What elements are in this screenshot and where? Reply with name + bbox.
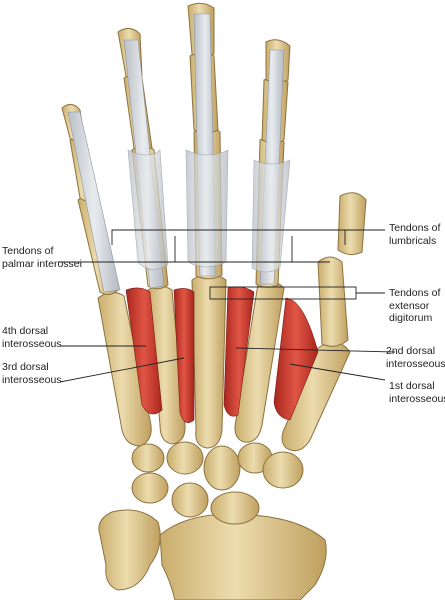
little-finger-extensor-tendon [67, 111, 121, 293]
lumbricals-bracket [111, 229, 346, 245]
leader-lines [58, 229, 396, 383]
lunate-bone [171, 482, 209, 518]
thumb-distal-phalanx [337, 192, 367, 256]
label-first-dorsal-interosseous: 1st dorsal interosseous [389, 380, 445, 405]
capitate-bone [203, 445, 241, 491]
carpal-bones [131, 441, 304, 525]
label-tendons-palmar-interossei: Tendons of palmar interossei [2, 245, 82, 270]
pisiform-bone [131, 443, 165, 473]
dorsal-interossei [125, 286, 319, 423]
extensor-tendons [67, 13, 291, 293]
scaphoid-bone [210, 491, 260, 525]
metacarpal-3 [191, 273, 227, 449]
label-tendons-extensor-digitorum: Tendons of extensor digitorum [389, 287, 441, 324]
label-second-dorsal-interosseous: 2nd dorsal interosseous [386, 345, 445, 370]
first-dorsal-leader [289, 363, 386, 381]
triquetrum-bone [131, 472, 169, 504]
label-tendons-lumbricals: Tendons of lumbricals [389, 222, 441, 247]
tendon-expansion-index [251, 159, 291, 273]
fourth-dorsal-interosseous-muscle [125, 287, 163, 415]
radius-bone [159, 513, 327, 600]
forearm-bones [98, 509, 327, 600]
ulna-bone [98, 509, 161, 591]
trapezium-bone [262, 451, 304, 489]
third-dorsal-interosseous-muscle [173, 288, 195, 423]
tendon-expansion-ring [127, 149, 169, 270]
tendon-expansion-middle [185, 149, 229, 268]
hamate-bone [166, 441, 204, 475]
second-dorsal-leader [235, 347, 396, 353]
first-dorsal-interosseous-muscle [273, 297, 319, 421]
third-dorsal-leader [59, 357, 185, 383]
thumb-proximal-phalanx [317, 256, 349, 347]
label-fourth-dorsal-interosseous: 4th dorsal interosseous [2, 325, 62, 350]
label-third-dorsal-interosseous: 3rd dorsal interosseous [2, 361, 62, 386]
